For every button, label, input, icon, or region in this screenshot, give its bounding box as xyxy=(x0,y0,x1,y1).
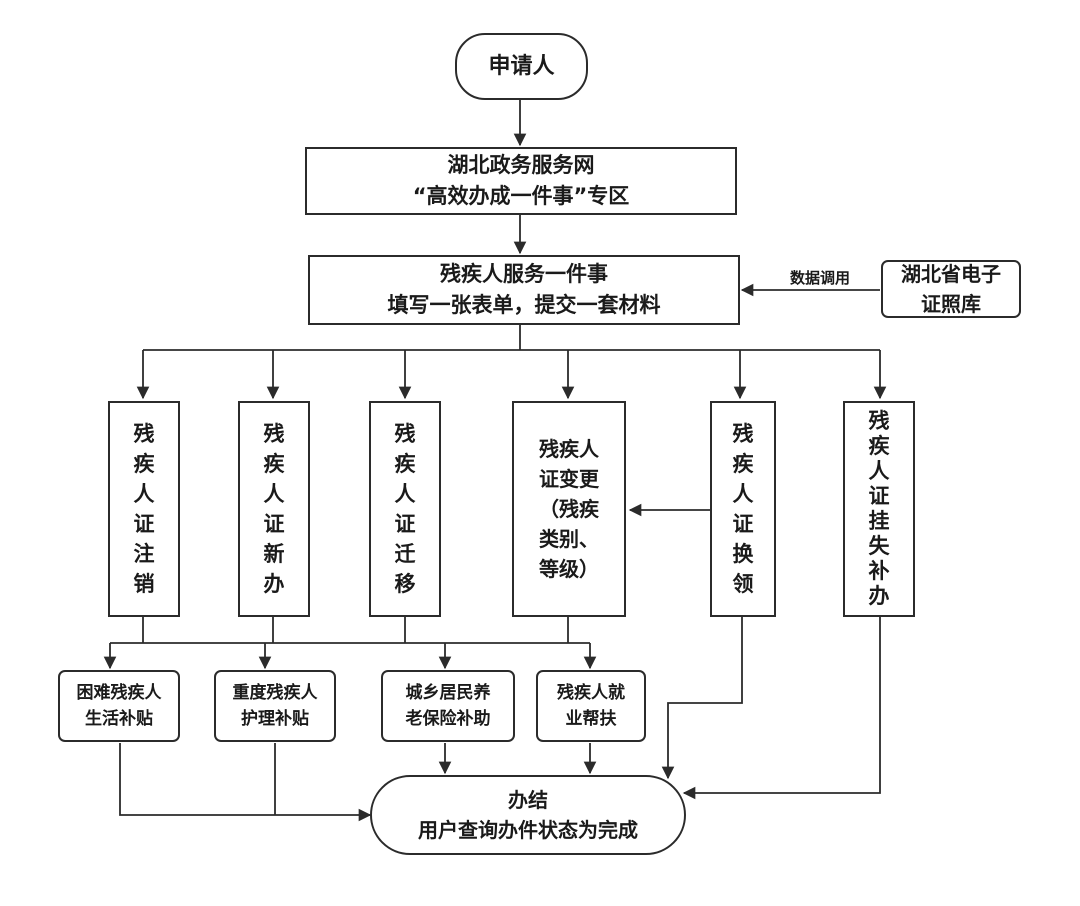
employment-line-1: 残疾人就 xyxy=(557,683,625,703)
edge-label-data-call: 数据调用 xyxy=(790,269,851,287)
change-line: 证变更 xyxy=(539,467,599,491)
node-renew: 残 疾 人 证 换 领 xyxy=(710,401,776,617)
portal-line-1: 湖北政务服务网 xyxy=(447,153,595,177)
applicant-label: 申请人 xyxy=(488,53,555,79)
lost-char: 证 xyxy=(868,484,890,508)
new-char: 办 xyxy=(263,572,285,596)
portal-line-2: “高效办成一件事”专区 xyxy=(412,184,630,208)
service-line-2: 填写一张表单，提交一套材料 xyxy=(387,293,661,317)
pension-line-2: 老保险补助 xyxy=(405,709,491,729)
renew-char: 证 xyxy=(732,512,754,536)
subsidy-poor-line-2: 生活补贴 xyxy=(85,709,153,729)
lost-char: 挂 xyxy=(868,509,890,533)
node-portal: 湖北政务服务网 “高效办成一件事”专区 xyxy=(305,147,737,215)
node-change: 残疾人 证变更 （残疾 类别、 等级） xyxy=(512,401,626,617)
lost-char: 残 xyxy=(868,409,890,433)
lost-char: 人 xyxy=(868,459,890,483)
node-migrate: 残 疾 人 证 迁 移 xyxy=(369,401,441,617)
change-line: （残疾 xyxy=(539,497,599,521)
cancel-char: 注 xyxy=(133,542,155,566)
change-line: 等级） xyxy=(539,557,599,581)
new-char: 残 xyxy=(263,422,285,446)
migrate-char: 迁 xyxy=(394,542,416,566)
node-done: 办结 用户查询办件状态为完成 xyxy=(370,775,686,855)
migrate-char: 人 xyxy=(394,482,416,506)
node-library: 湖北省电子 证照库 xyxy=(881,260,1021,318)
renew-char: 换 xyxy=(732,542,754,566)
done-line-2: 用户查询办件状态为完成 xyxy=(418,818,638,842)
node-subsidy-care: 重度残疾人 护理补贴 xyxy=(214,670,336,742)
renew-char: 人 xyxy=(732,482,754,506)
migrate-char: 移 xyxy=(394,572,416,596)
edge-lost-done xyxy=(682,617,881,800)
node-subsidy-poor: 困难残疾人 生活补贴 xyxy=(58,670,180,742)
employment-line-2: 业帮扶 xyxy=(565,709,617,729)
lost-char: 失 xyxy=(868,534,890,558)
renew-char: 残 xyxy=(732,422,754,446)
cancel-char: 证 xyxy=(133,512,155,536)
new-char: 疾 xyxy=(263,452,285,476)
new-char: 人 xyxy=(263,482,285,506)
node-cancel: 残 疾 人 证 注 销 xyxy=(108,401,180,617)
node-pension: 城乡居民养 老保险补助 xyxy=(381,670,515,742)
migrate-char: 残 xyxy=(394,422,416,446)
node-lost: 残 疾 人 证 挂 失 补 办 xyxy=(843,401,915,617)
cancel-char: 销 xyxy=(133,572,155,596)
cancel-char: 残 xyxy=(133,422,155,446)
renew-char: 疾 xyxy=(732,452,754,476)
migrate-char: 证 xyxy=(394,512,416,536)
change-line: 残疾人 xyxy=(539,437,599,461)
library-line-1: 湖北省电子 xyxy=(901,262,1001,286)
lost-char: 办 xyxy=(868,584,890,608)
migrate-char: 疾 xyxy=(394,452,416,476)
library-line-2: 证照库 xyxy=(921,292,981,316)
done-line-1: 办结 xyxy=(508,788,548,812)
renew-char: 领 xyxy=(732,572,754,596)
subsidy-care-line-1: 重度残疾人 xyxy=(232,683,318,703)
node-service: 残疾人服务一件事 填写一张表单，提交一套材料 xyxy=(308,255,740,325)
cancel-char: 疾 xyxy=(133,452,155,476)
change-line: 类别、 xyxy=(539,527,599,551)
node-employment: 残疾人就 业帮扶 xyxy=(536,670,646,742)
pension-line-1: 城乡居民养 xyxy=(405,683,491,703)
edge-renew-done xyxy=(661,617,743,780)
new-char: 新 xyxy=(263,542,285,566)
node-new: 残 疾 人 证 新 办 xyxy=(238,401,310,617)
node-applicant: 申请人 xyxy=(455,33,588,100)
cancel-char: 人 xyxy=(133,482,155,506)
edge-subsidy-poor-done xyxy=(119,743,372,822)
service-line-1: 残疾人服务一件事 xyxy=(440,262,608,286)
subsidy-care-line-2: 护理补贴 xyxy=(241,709,309,729)
lost-char: 补 xyxy=(868,559,890,583)
lost-char: 疾 xyxy=(868,434,890,458)
subsidy-poor-line-1: 困难残疾人 xyxy=(76,683,162,703)
new-char: 证 xyxy=(263,512,285,536)
